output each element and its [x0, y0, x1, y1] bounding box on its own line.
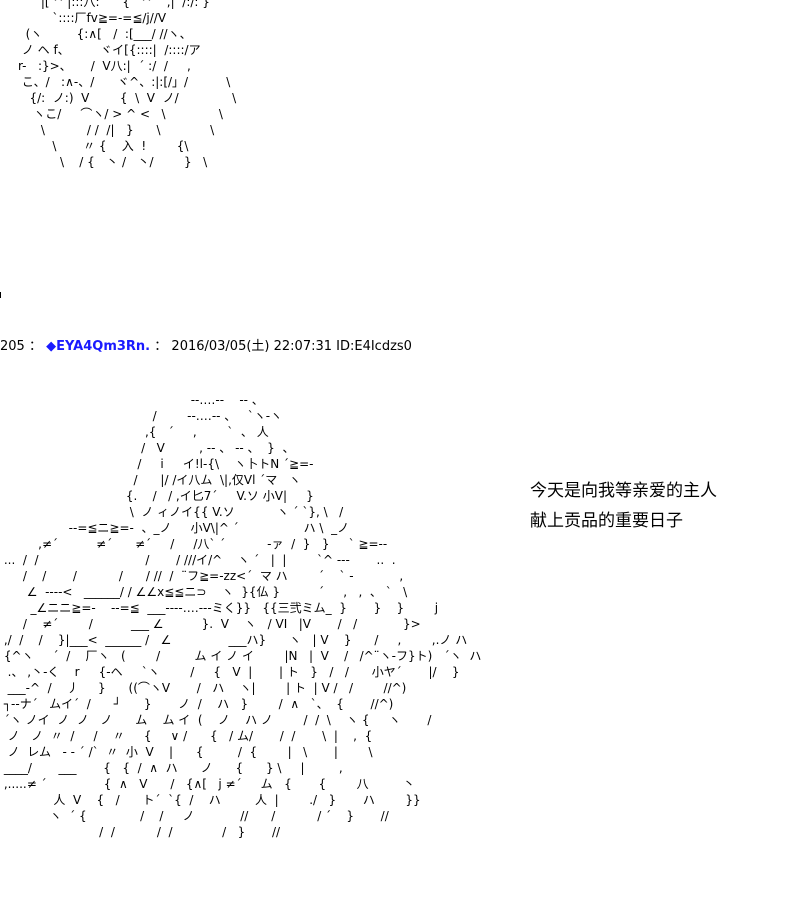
art-line: / --‥‥-- 、 `ヽ‐ヽ [152, 409, 283, 423]
art-line: ____/ ___ { { / ∧ ハ ノ { } \ | , [3, 761, 343, 775]
divider-mark [0, 292, 1, 298]
art-line: r- :}>、 / V八:| ´ :/ / , [18, 59, 191, 73]
caption-line-1: 今天是向我等亲爱的主人 [530, 481, 717, 501]
art-line: --‥‥-- -- 、 [190, 393, 264, 407]
art-line: / |/ /イ八ム \|,仅Vl ´マ ヽ [133, 473, 301, 487]
art-line: / / / / / } // [99, 825, 281, 839]
art-line: ノ ヘ f、 ヾイ[{::::| /::::/ア [21, 43, 201, 57]
art-line: ∠ ----< ______/ / ∠∠x≦≦ニ⊃ ヽ }{仏 } ´ , , … [26, 585, 408, 599]
art-line: ,.....≠ ´ { ∧ V / {∧[ j ≠´ ム { { 八 丶 [3, 777, 415, 791]
art-line: 人 V { / ト´ `{ / ハ 人 | ./ } ハ }} [53, 793, 421, 807]
ascii-art-top: |[ ^ |:::八: { ^ ,| /:/: } `::::厂fv≧=-=≦/… [18, 0, 236, 170]
art-line: ‐-=≦ニ≧=- 、_ノ 小V\|^ ´ ハ \ _ノ [68, 521, 350, 535]
post-separator-2: ： [154, 339, 168, 354]
art-line: ヽ ´ { / / ノ // / / ´ } // [49, 809, 389, 823]
art-line: / i イ!l-{\ ヽ卜トN ´≧=- [137, 457, 314, 471]
art-line: / V , -‐ 、 -- 、 } 、 [141, 441, 295, 455]
art-line: \ ノ ィノイ{{ V.ソ ヽ ´ `}, \ / [129, 505, 344, 519]
art-line: .、 ,丶-く r {-ヘ `ヽ / { V | | ト } / / 小ヤ´ |… [7, 665, 460, 679]
art-line: `::::厂fv≧=-=≦/j//V [52, 11, 167, 25]
post-separator: ： [28, 339, 42, 354]
art-line: ,/ / / }|___< ______ / ∠ ___ハ} ヽ | V } /… [3, 633, 468, 647]
dialogue-caption: 今天是向我等亲爱的主人 献上贡品的重要日子 [530, 476, 717, 536]
art-line: ,≠´ ≠´ ≠´ / /八` ´ ‐ァ / } } ` ≧=-- [38, 537, 388, 551]
art-line: ´ヽ ノイ ノ ノ ノ ム ム イ ( ノ ハ ノ / / \ ヽ { ヽ / [3, 713, 432, 727]
caption-line-2: 献上贡品的重要日子 [530, 511, 683, 531]
art-line: こ、/ :∧-、/ ヾ^、:|:[/」/ \ [21, 75, 231, 89]
art-line: ノ レム - ‐ ´ /` 〃 小 V | { / { | \ | \ [7, 745, 373, 759]
post-number[interactable]: 205 [0, 339, 25, 354]
ascii-art-bottom: --‥‥-- -- 、 / --‥‥-- 、 `ヽ‐ヽ ,{ ´ , ` 、 人… [0, 392, 482, 840]
art-line: {/: ノ:) V { \ V ノ/ \ [29, 91, 237, 105]
art-line: \ 〃 { 入 ! {\ [52, 139, 189, 153]
art-line: ,{ ´ , ` 、 人 [144, 425, 269, 439]
art-line: {. / / ,イ匕7´ V.ソ 小V| } [125, 489, 314, 503]
art-line: \ / / /| } \ \ [40, 123, 215, 137]
art-line: {^ヽ ´ / 厂ヽ ( / ム イ ノ イ |N | V / /^¨ヽ-フ}ト… [3, 649, 482, 663]
art-line: ヽこ/ ⌒ヽ/ > ^ < \ \ [33, 107, 223, 121]
art-line: _∠ニニ≧=- --=≦ ___----‥‥---ミく}} {{三弐ミム_ } … [30, 601, 439, 615]
art-line: ノ ノ 〃 / / 〃 { ∨ / { / ム/ / / \ | , { [7, 729, 373, 743]
art-line: / ≠´ / ___ ∠ }. V ヽ / VI |V / / }> [22, 617, 421, 631]
art-line: \ / { 丶 / 丶/ } \ [59, 155, 208, 169]
art-line: ... / / / / ///イ/^ ヽ ´ | | `^ --- .. . [3, 553, 396, 567]
art-line: ┐--ナ´ ムイ´ / ┘ } ノ / ハ } / ∧ `、 { //^) [3, 697, 394, 711]
post-header: 205 ： ◆EYA4Qm3Rn. ： 2016/03/05(土) 22:07:… [0, 338, 412, 356]
post-author-trip[interactable]: ◆EYA4Qm3Rn. [46, 339, 151, 354]
art-line: |[ ^ |:::八: { ^ ,| /:/: } [40, 0, 210, 9]
post-date-id: 2016/03/05(土) 22:07:31 ID:E4Icdzs0 [171, 339, 412, 354]
art-line: ___-^ / 丿 } ((⌒ヽV / ハ ヽ| | ト | V / / //^… [7, 681, 407, 695]
art-line: / / / / / // / ¨フ≧=-zz<´ マ ハ ´ ` - , [22, 569, 404, 583]
art-line: (ヽ {:∧[ / :[___/ //ヽ、 [25, 27, 192, 41]
